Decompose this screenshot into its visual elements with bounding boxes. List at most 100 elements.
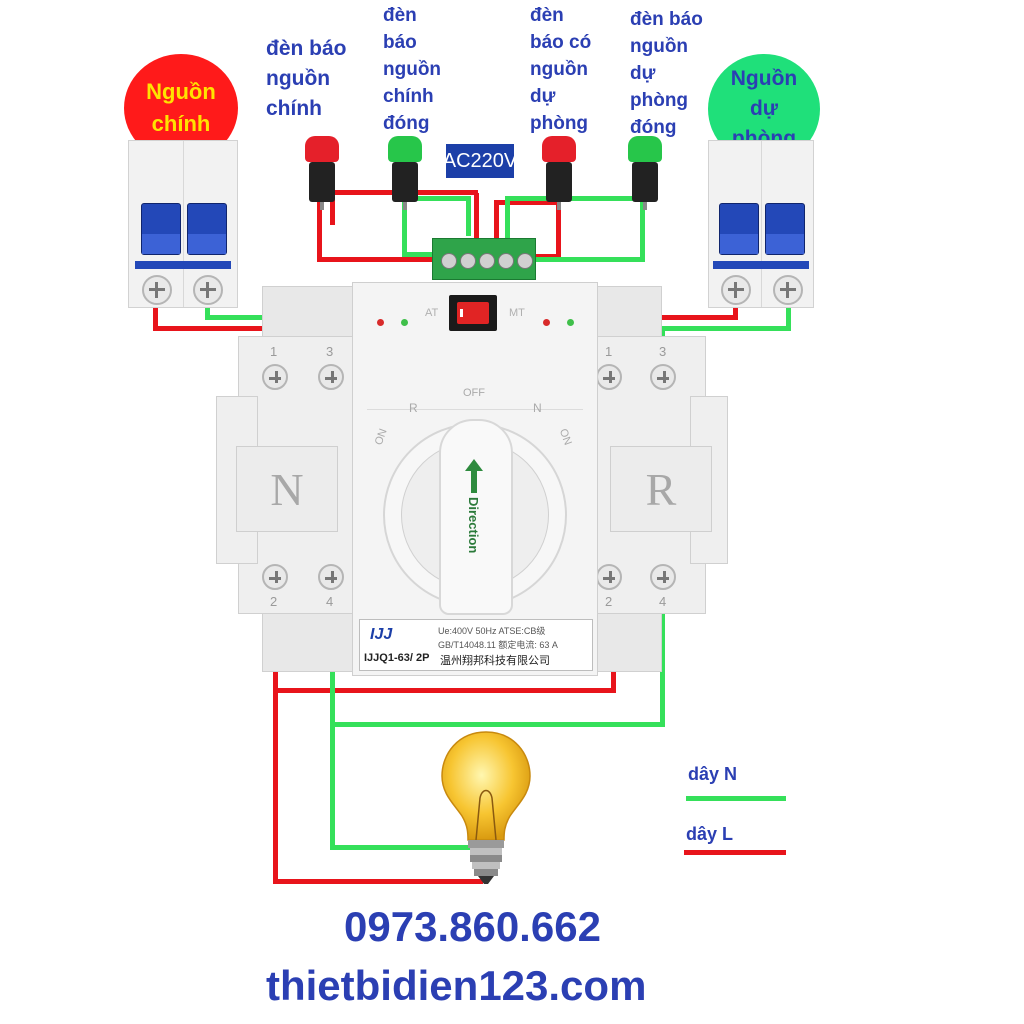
backup-source-lamp-red: [542, 136, 576, 212]
wire-n-lamp4-b: [508, 257, 645, 262]
panel-left-label: AT: [425, 307, 439, 319]
terminal-num-top-right-3: 3: [659, 344, 667, 359]
indicator-backup-red: [543, 319, 550, 326]
main-breaker-screw-left: [142, 275, 172, 305]
wire-n-lamp2-v: [402, 200, 407, 255]
control-terminal-block: [432, 238, 536, 280]
backup-breaker-screw-right: [773, 275, 803, 305]
wire-n-out-right: [660, 612, 665, 726]
wire-l-main-down: [153, 305, 158, 330]
switch-on-left: ON: [372, 427, 390, 447]
contact-website: thietbidien123.com: [266, 962, 647, 1009]
wire-n-lamp2-h: [402, 252, 442, 257]
backup-breaker-screw-left: [721, 275, 751, 305]
panel-right-label: MT: [509, 307, 525, 319]
legend-neutral-label: dây N: [688, 764, 738, 784]
ats-terminal-bottom-2: [262, 564, 288, 590]
main-source-line1: Nguồn: [146, 79, 216, 104]
legend-neutral-line: [686, 796, 786, 801]
wire-l-bulb: [273, 879, 483, 884]
terminal-num-bottom-left-4: 4: [326, 594, 334, 609]
selector-knob-handle[interactable]: [439, 419, 513, 615]
legend-live-line: [684, 850, 786, 855]
nameplate-model: IJJQ1-63/ 2P: [364, 652, 430, 664]
main-breaker-handle-left[interactable]: [141, 203, 181, 255]
legend-live-label: dây L: [686, 824, 734, 844]
main-source-line2: chính: [151, 111, 211, 136]
light-bulb-icon: [441, 731, 531, 884]
wire-l-lamp3-v: [494, 200, 499, 240]
switch-mark-r: R: [409, 401, 418, 415]
backup-breaker[interactable]: [708, 140, 814, 308]
terminal-num-bottom-left-2: 2: [270, 594, 278, 609]
voltage-label: AC220V: [443, 144, 517, 178]
wire-n-lamp4: [640, 200, 645, 260]
ats-letter-r: R: [610, 446, 712, 532]
main-source-lamp-red: [305, 136, 339, 212]
wire-l-lamp3-b: [520, 254, 560, 259]
ats-terminal-top-1: [262, 364, 288, 390]
wire-n-backup-h: [660, 326, 791, 331]
wire-l-main-h: [153, 326, 278, 331]
backup-closed-lamp-green: [628, 136, 662, 212]
switch-off-mark: OFF: [463, 387, 485, 399]
wire-n-main-down: [205, 305, 210, 320]
backup-source-line2: dự: [749, 97, 779, 120]
knob-top-plate: [367, 369, 583, 410]
wire-l-lamp1-up: [474, 193, 479, 261]
main-breaker[interactable]: [128, 140, 238, 308]
wire-n-backup-down: [786, 305, 791, 330]
wire-l-lamp3: [556, 200, 561, 258]
main-breaker-screw-right: [193, 275, 223, 305]
wire-n-lamp4-v: [505, 196, 510, 238]
wire-n-bulb: [330, 845, 470, 850]
wire-l-lamp3-h: [494, 200, 560, 205]
switch-on-right: ON: [556, 427, 574, 447]
auto-manual-rocker-switch[interactable]: [449, 295, 497, 331]
indicator-main-green: [401, 319, 408, 326]
main-breaker-handle-right[interactable]: [187, 203, 227, 255]
wire-l-lamp1: [317, 200, 322, 260]
wire-l-top-v: [330, 190, 335, 225]
wire-l-backup-down: [733, 305, 738, 320]
wire-n-lamp2: [402, 196, 470, 201]
ats-terminal-top-r1: [596, 364, 622, 390]
wire-n-out-join: [330, 722, 665, 727]
ats-nameplate: IJJ Ue:400V 50Hz ATSE:CB级 GB/T14048.11 额…: [359, 619, 593, 671]
lamp-label-backup-source: đèn báo có nguồn dự phòng: [530, 5, 592, 134]
indicator-main-red: [377, 319, 384, 326]
lamp-label-backup-closed: đèn báo nguồn dự phòng đóng: [630, 9, 703, 138]
backup-source-line1: Nguồn: [730, 67, 798, 90]
ats-terminal-bottom-r2: [596, 564, 622, 590]
backup-breaker-handle-left[interactable]: [719, 203, 759, 255]
wire-n-out-left: [330, 612, 335, 850]
terminal-num-top-right-1: 1: [605, 344, 613, 359]
nameplate-rating-1: Ue:400V 50Hz ATSE:CB级: [438, 626, 546, 636]
terminal-num-top-left-3: 3: [326, 344, 334, 359]
ats-letter-n: N: [236, 446, 338, 532]
ats-terminal-top-3: [318, 364, 344, 390]
direction-arrow-icon: [465, 459, 483, 493]
ats-terminal-bottom-r4: [650, 564, 676, 590]
contact-phone: 0973.860.662: [344, 903, 601, 950]
wire-n-lamp4-h: [505, 196, 645, 201]
ats-terminal-top-r3: [650, 364, 676, 390]
main-closed-lamp-green: [388, 136, 422, 212]
lamp-label-main-source: đèn báo nguồn chính: [266, 37, 347, 120]
wire-n-lamp2-r: [466, 196, 471, 236]
nameplate-rating-2: GB/T14048.11 额定电流: 63 A: [438, 640, 558, 650]
wire-l-out-left: [273, 612, 278, 884]
ats-center-body: AT MT R OFF N ON ON Direction IJJ Ue:400…: [352, 282, 598, 676]
nameplate-brand: IJJ: [370, 626, 393, 643]
switch-mark-n: N: [533, 401, 542, 415]
wire-l-lamp1-h: [317, 257, 477, 262]
wire-l-out-join: [273, 688, 616, 693]
indicator-backup-green: [567, 319, 574, 326]
terminal-num-bottom-right-4: 4: [659, 594, 667, 609]
lamp-label-main-closed: đèn báo nguồn chính đóng: [383, 5, 442, 134]
nameplate-maker: 温州翔邦科技有限公司: [440, 655, 550, 667]
terminal-num-bottom-right-2: 2: [605, 594, 613, 609]
backup-breaker-handle-right[interactable]: [765, 203, 805, 255]
direction-text: Direction: [466, 497, 481, 554]
ats-terminal-bottom-4: [318, 564, 344, 590]
